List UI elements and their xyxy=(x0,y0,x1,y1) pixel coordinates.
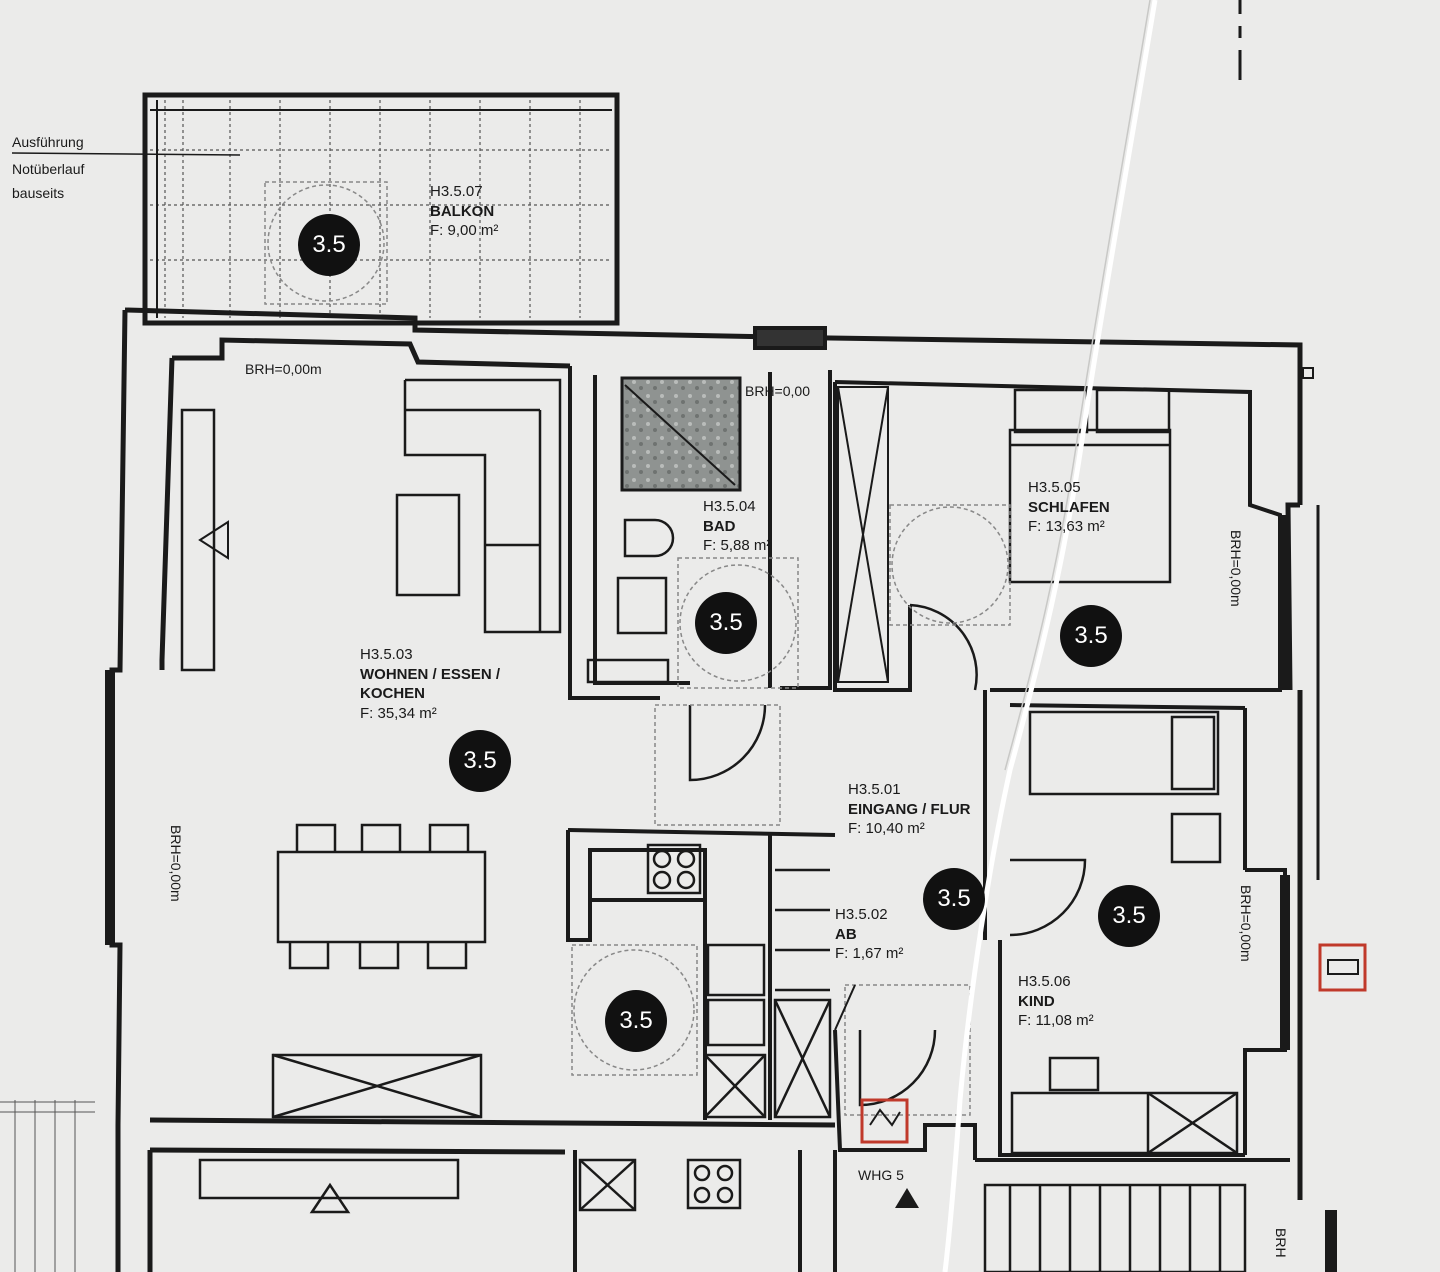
room-label-wohnen: H3.5.03 WOHNEN / ESSEN / KOCHEN F: 35,34… xyxy=(360,645,500,723)
bath-fixtures xyxy=(586,518,675,684)
outer-walls xyxy=(109,307,1320,1272)
brh-label: BRH=0,00m xyxy=(1238,885,1254,962)
room-name: AB xyxy=(835,925,857,943)
stair-label: WHG 5 xyxy=(858,1167,904,1183)
room-area: F: 1,67 m² xyxy=(835,945,904,962)
room-name-2: KOCHEN xyxy=(360,685,426,702)
room-area: F: 5,88 m² xyxy=(703,537,772,554)
room-label-schlafen: H3.5.05 SCHLAFEN F: 13,63 m² xyxy=(1028,478,1110,537)
balcony xyxy=(142,92,620,326)
sofa xyxy=(403,378,562,634)
room-name: EINGANG / FLUR xyxy=(848,800,971,818)
room-area: F: 13,63 m² xyxy=(1028,518,1105,535)
coffee-table xyxy=(395,493,461,597)
note-line-2: Notüberlauf xyxy=(12,161,85,177)
room-name: KIND xyxy=(1018,992,1055,1010)
room-name: WOHNEN / ESSEN / xyxy=(360,665,501,683)
dining-set xyxy=(276,823,487,970)
brh-label: BRH=0,00m xyxy=(245,361,322,377)
paper-crease xyxy=(942,0,1158,1272)
stairs xyxy=(983,1183,1247,1272)
kid-bed xyxy=(1028,710,1222,864)
door-swings xyxy=(688,603,1087,1107)
fire-alarm-icon xyxy=(860,1098,909,1144)
room-label-eingang: H3.5.01 EINGANG / FLUR F: 10,40 m² xyxy=(848,780,971,839)
desk xyxy=(1010,1056,1239,1155)
storage-box xyxy=(271,1053,483,1119)
level-badge: 3.5 xyxy=(449,730,511,792)
room-code: H3.5.04 xyxy=(703,498,756,515)
windows xyxy=(105,515,1337,1272)
room-code: H3.5.07 xyxy=(430,183,483,200)
room-area: F: 9,00 m² xyxy=(430,222,499,239)
level-badge: 3.5 xyxy=(923,868,985,930)
room-area: F: 10,40 m² xyxy=(848,820,925,837)
level-badge: 3.5 xyxy=(1060,605,1122,667)
clearance-zones xyxy=(264,181,1011,1116)
left-strip xyxy=(0,1100,95,1272)
room-label-balkon: H3.5.07 BALKON F: 9,00 m² xyxy=(430,182,498,241)
kitchen-fixtures xyxy=(646,843,832,1119)
level-badge: 3.5 xyxy=(298,214,360,276)
room-area: F: 11,08 m² xyxy=(1018,1012,1094,1029)
room-label-bad: H3.5.04 BAD F: 5,88 m² xyxy=(703,497,771,556)
room-label-ab: H3.5.02 AB F: 1,67 m² xyxy=(835,905,903,964)
brh-label: BRH xyxy=(1273,1228,1289,1258)
room-name: SCHLAFEN xyxy=(1028,498,1110,516)
room-area: F: 35,34 m² xyxy=(360,704,437,722)
wardrobe xyxy=(837,386,889,683)
note-line-1: Ausführung xyxy=(12,134,84,150)
room-code: H3.5.01 xyxy=(848,781,901,798)
level-badge: 3.5 xyxy=(1098,885,1160,947)
room-name: BALKON xyxy=(430,202,495,220)
level-badge: 3.5 xyxy=(695,592,757,654)
room-code: H3.5.05 xyxy=(1028,479,1081,496)
distribution-box-icon xyxy=(1318,943,1367,992)
brh-label: BRH=0,00 xyxy=(745,383,810,399)
lower-unit xyxy=(198,1150,837,1272)
level-badge: 3.5 xyxy=(605,990,667,1052)
room-code: H3.5.02 xyxy=(835,906,888,923)
sideboard xyxy=(180,408,216,672)
note-line-3: bauseits xyxy=(12,185,65,201)
room-name: BAD xyxy=(703,517,736,535)
room-code: H3.5.03 xyxy=(360,646,413,663)
room-code: H3.5.06 xyxy=(1018,973,1071,990)
room-label-kind: H3.5.06 KIND F: 11,08 m² xyxy=(1018,972,1094,1031)
brh-label: BRH=0,00m xyxy=(1228,530,1244,607)
brh-label: BRH=0,00m xyxy=(168,825,184,902)
